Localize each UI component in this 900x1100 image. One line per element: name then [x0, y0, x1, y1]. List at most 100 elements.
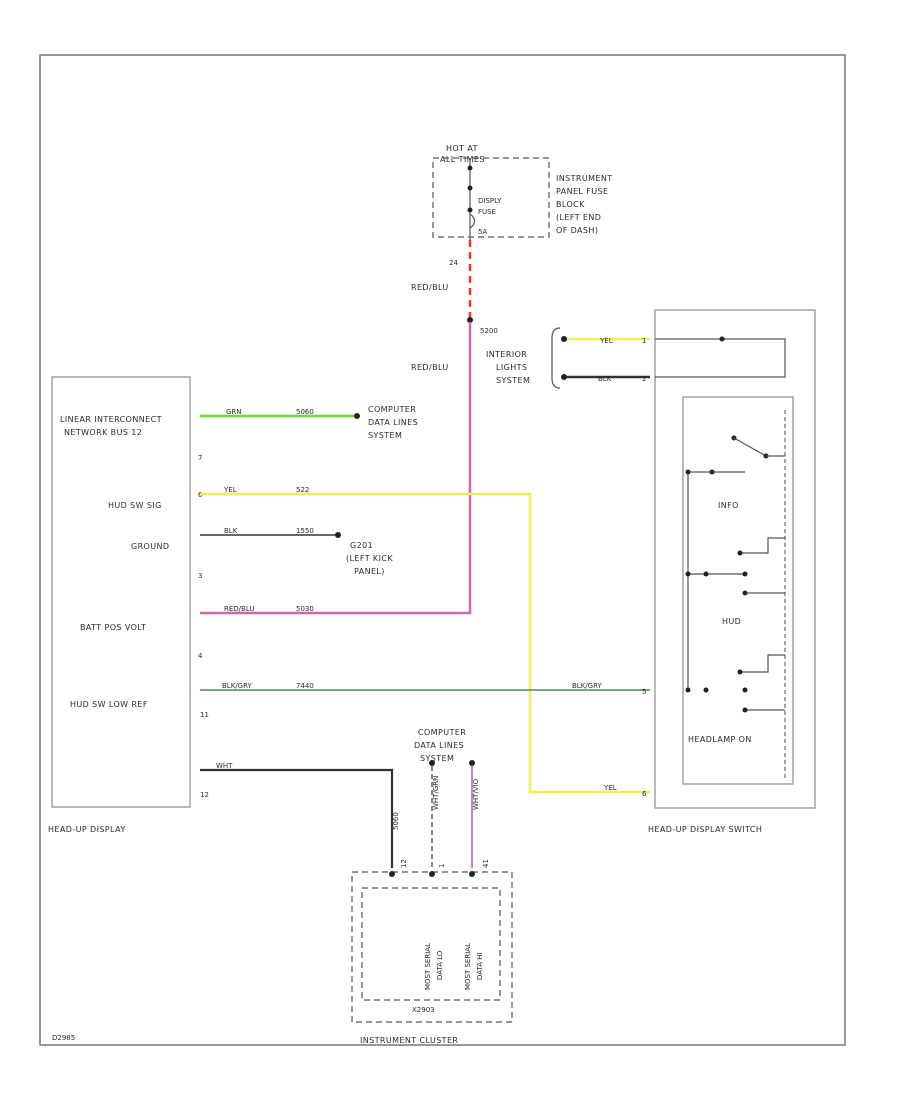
- cdls-2-line-3: SYSTEM: [420, 754, 454, 763]
- hud-step-dot-2a: [685, 571, 691, 577]
- cluster-title: INSTRUMENT CLUSTER: [360, 1036, 458, 1045]
- circuit-num-wht: 5060: [392, 812, 400, 830]
- ground-label-1: G201: [350, 541, 373, 550]
- headlamp-step-1: [740, 654, 785, 673]
- fuse-mid-dot: [467, 185, 473, 191]
- cluster-pin-1: [389, 871, 395, 877]
- headlamp-dot-2a: [685, 687, 691, 693]
- switch-pin-sig: 6: [642, 790, 647, 798]
- pink-battery-wire: [200, 322, 472, 615]
- fuse-lower-dot: [467, 207, 473, 213]
- wire-label-wht-grn: WHT/GRN: [432, 776, 440, 810]
- yellow-dimmer-end: [561, 336, 567, 342]
- wire-label-redblu-1: RED/BLU: [411, 283, 449, 292]
- green-wire-end: [354, 413, 360, 419]
- data-hi-top-dot: [469, 760, 475, 766]
- splice-label: 5200: [480, 327, 498, 335]
- wire-label-grn: GRN: [226, 408, 242, 416]
- hud-pin-lin-1: LINEAR INTERCONNECT: [60, 415, 162, 424]
- wire-label-wht-vio: WHT/VIO: [472, 778, 480, 810]
- wire-label-blkgry-right: BLK/GRY: [572, 682, 602, 690]
- wire-label-blk-top: BLK: [598, 375, 612, 383]
- cluster-black-wire: [200, 768, 394, 868]
- circuit-num-grn: 5060: [296, 408, 314, 416]
- ground-label-2: (LEFT KICK: [346, 554, 393, 563]
- fuse-label-2: FUSE: [478, 208, 496, 216]
- wire-label-redblu-2: RED/BLU: [411, 363, 449, 372]
- cdls-2-line-2: DATA LINES: [414, 741, 464, 750]
- hud-pin-num-7: 7: [198, 454, 202, 462]
- fuse-symbol: [469, 213, 476, 229]
- hud-step-dot-1: [737, 550, 743, 556]
- circuit-num-yel: 522: [296, 486, 309, 494]
- fuse-block-name-4: (LEFT END: [556, 213, 601, 222]
- cluster-data-lo-1: MOST SERIAL: [424, 943, 432, 990]
- cluster-pin-num-2: 1: [438, 864, 446, 868]
- info-junction-1: [685, 469, 691, 475]
- illumination-lamp: [719, 336, 725, 342]
- hud-pin-lin-2: NETWORK BUS 12: [64, 428, 142, 437]
- circuit-num-redblu: 5030: [296, 605, 314, 613]
- hud-switch-hud: HUD: [722, 617, 741, 626]
- hud-pin-num-11: 11: [200, 711, 209, 719]
- hud-module-box: [51, 376, 191, 808]
- wire-label-blk: BLK: [224, 527, 238, 535]
- yellow-switch-wire: [200, 492, 650, 794]
- cluster-pin-num-3: 41: [482, 859, 490, 868]
- cluster-pin-num-1: 12: [400, 859, 408, 868]
- diagram-frame: [39, 54, 846, 1046]
- wire-label-redblu: RED/BLU: [224, 605, 255, 613]
- fuse-label-3: 5A: [478, 228, 487, 236]
- headlamp-dot-1: [737, 669, 743, 675]
- ground-wire-end: [335, 532, 341, 538]
- cdls-2-line-1: COMPUTER: [418, 728, 466, 737]
- splice-dot: [467, 317, 473, 323]
- hot-at-all-times-label-1: HOT AT: [446, 144, 478, 153]
- fuse-block-name-1: INSTRUMENT: [556, 174, 613, 183]
- cluster-data-lo-2: DATA LO: [436, 950, 444, 980]
- interior-lights-2: LIGHTS: [496, 363, 527, 372]
- black-dimmer-end: [561, 374, 567, 380]
- wire-label-wht: WHT: [216, 762, 233, 770]
- fuse-block-outline: [432, 157, 550, 238]
- hud-step-dot-3: [742, 590, 748, 596]
- wire-label-yel-right: YEL: [603, 784, 617, 792]
- hud-switch-info: INFO: [718, 501, 739, 510]
- cluster-pin-2: [429, 871, 435, 877]
- headlamp-dot-2c: [742, 687, 748, 693]
- hud-step-1: [740, 537, 785, 554]
- cdls-1-line-1: COMPUTER: [368, 405, 416, 414]
- hot-at-all-times-label-2: ALL TIMES: [440, 155, 485, 164]
- fuse-label-1: DISPLY: [478, 197, 502, 205]
- hud-pin-num-12: 12: [200, 791, 209, 799]
- cluster-code: X2903: [412, 1006, 435, 1014]
- interior-lights-bracket: [551, 327, 561, 389]
- hud-pin-low-ref: HUD SW LOW REF: [70, 700, 148, 709]
- hud-pin-num-4: 4: [198, 652, 203, 660]
- hud-pin-sw-sig: HUD SW SIG: [108, 501, 162, 510]
- cdls-1-line-3: SYSTEM: [368, 431, 402, 440]
- data-lo-top-dot: [429, 760, 435, 766]
- cluster-data-hi-1: MOST SERIAL: [464, 943, 472, 990]
- fuse-top-dot: [467, 165, 473, 171]
- wire-label-yel-top: YEL: [599, 337, 613, 345]
- interior-lights-1: INTERIOR: [486, 350, 527, 359]
- headlamp-dot-3: [742, 707, 748, 713]
- cluster-data-hi-2: DATA HI: [476, 952, 484, 980]
- wire-label-yel: YEL: [223, 486, 237, 494]
- hud-switch-headlamp: HEADLAMP ON: [688, 735, 752, 744]
- cluster-pin-3: [469, 871, 475, 877]
- cdls-1-line-2: DATA LINES: [368, 418, 418, 427]
- fuse-block-name-3: BLOCK: [556, 200, 585, 209]
- hud-switch-box: [654, 309, 816, 809]
- ground-label-3: PANEL): [354, 567, 385, 576]
- circuit-num-blk: 1550: [296, 527, 314, 535]
- diagram-code: D2985: [52, 1034, 75, 1042]
- switch-pin-ref: 5: [642, 688, 646, 696]
- hud-pin-ground: GROUND: [131, 542, 169, 551]
- fuse-block-name-5: OF DASH): [556, 226, 598, 235]
- interior-lights-3: SYSTEM: [496, 376, 530, 385]
- circuit-num-blkgry: 7440: [296, 682, 314, 690]
- fuse-block-name-2: PANEL FUSE: [556, 187, 608, 196]
- wire-label-blkgry: BLK/GRY: [222, 682, 252, 690]
